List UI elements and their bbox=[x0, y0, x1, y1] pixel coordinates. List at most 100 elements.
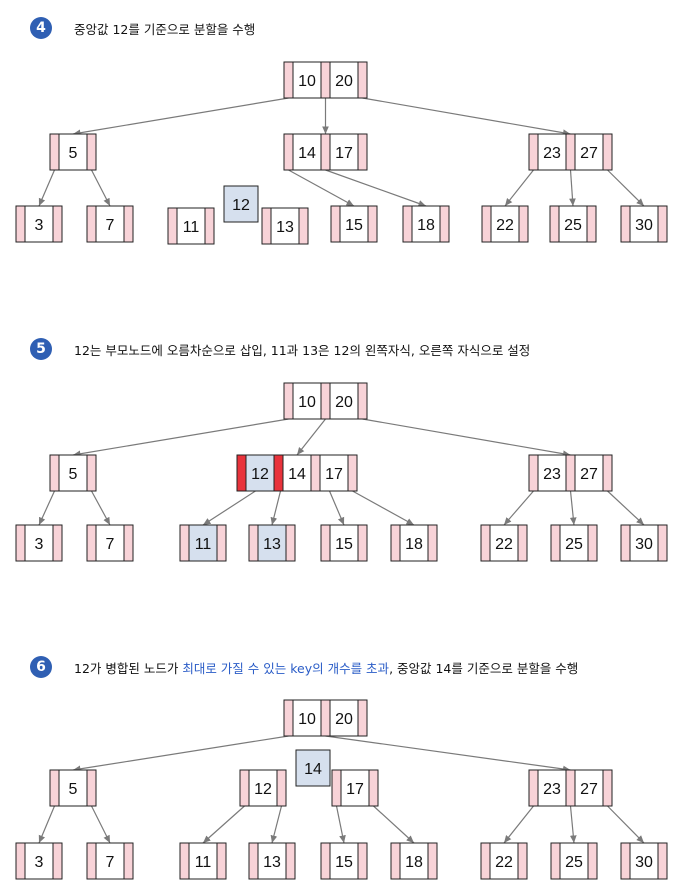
promoted-median-node: 14 bbox=[295, 749, 331, 787]
btree-node: 25 bbox=[550, 524, 598, 562]
btree-node: 30 bbox=[620, 842, 668, 880]
pointer-cell bbox=[320, 524, 331, 562]
tree-edge bbox=[38, 490, 56, 526]
pointer-cell bbox=[273, 454, 284, 492]
pointer-cell bbox=[204, 207, 215, 245]
pointer-cell bbox=[86, 205, 97, 243]
key-cell bbox=[24, 205, 54, 243]
tree-edge bbox=[270, 805, 283, 844]
node-key-text: 18 bbox=[417, 217, 435, 234]
pointer-cell bbox=[320, 699, 331, 737]
btree-node: 30 bbox=[620, 205, 668, 243]
tree-edge bbox=[373, 805, 415, 844]
tree-edge bbox=[569, 490, 577, 526]
pointer-cell bbox=[123, 842, 134, 880]
step-5-header: 5 12는 부모노드에 오름차순으로 삽입, 11과 13은 12의 왼쪽자식,… bbox=[30, 337, 530, 361]
highlighted-phrase: 최대로 가질 수 있는 key의 개수를 초과 bbox=[182, 660, 390, 676]
pointer-cell bbox=[86, 454, 97, 492]
pointer-cell bbox=[565, 133, 576, 171]
pointer-cell bbox=[357, 842, 368, 880]
pointer-cell bbox=[586, 205, 597, 243]
pointer-cell bbox=[620, 842, 631, 880]
pointer-cell bbox=[261, 207, 272, 245]
pointer-cell bbox=[517, 524, 528, 562]
pointer-cell bbox=[550, 842, 561, 880]
key-cell bbox=[411, 205, 441, 243]
node-key-text: 25 bbox=[565, 536, 583, 553]
highlighted-key-cell bbox=[188, 524, 218, 562]
pointer-cell bbox=[587, 524, 598, 562]
btree-node: 15 bbox=[320, 842, 368, 880]
tree-edge bbox=[90, 805, 111, 844]
pointer-cell bbox=[49, 133, 60, 171]
tree-edge bbox=[270, 490, 282, 526]
btree-node: 22 bbox=[480, 842, 528, 880]
key-cell bbox=[340, 769, 370, 807]
key-cell bbox=[489, 524, 519, 562]
pointer-cell bbox=[239, 769, 250, 807]
key-cell bbox=[58, 454, 88, 492]
btree-node: 11 bbox=[179, 524, 227, 562]
tree-edge bbox=[362, 97, 571, 137]
pointer-cell bbox=[657, 842, 668, 880]
key-cell bbox=[489, 842, 519, 880]
pointer-cell bbox=[402, 205, 413, 243]
pointer-cell bbox=[357, 133, 368, 171]
tree-edge bbox=[325, 735, 571, 773]
btree-node: 5 bbox=[49, 769, 97, 807]
tree-edge bbox=[607, 490, 645, 526]
node-key-text: 15 bbox=[335, 536, 353, 553]
tree-edge bbox=[607, 805, 645, 844]
node-key-text: 5 bbox=[69, 466, 78, 483]
key-cell bbox=[95, 524, 125, 562]
pointer-cell bbox=[528, 133, 539, 171]
pointer-cell bbox=[52, 842, 63, 880]
key-cell bbox=[270, 207, 300, 245]
node-key-text: 12 bbox=[251, 466, 269, 483]
node-key-text: 30 bbox=[635, 854, 653, 871]
pointer-cell bbox=[565, 769, 576, 807]
pointer-cell bbox=[320, 61, 331, 99]
tree-edge bbox=[335, 805, 346, 844]
key-cell bbox=[399, 524, 429, 562]
node-key-text: 22 bbox=[496, 217, 514, 234]
tree-edge bbox=[296, 418, 326, 456]
node-key-text: 20 bbox=[335, 394, 353, 411]
pointer-cell bbox=[283, 133, 294, 171]
pointer-cell bbox=[518, 205, 529, 243]
tree-edge bbox=[503, 490, 534, 526]
node-key-text: 14 bbox=[288, 466, 306, 483]
node-key-text: 3 bbox=[35, 854, 44, 871]
pointer-cell bbox=[550, 524, 561, 562]
pointer-cell bbox=[602, 133, 613, 171]
key-cell bbox=[490, 205, 520, 243]
btree-node: 12 bbox=[239, 769, 287, 807]
tree-edge bbox=[202, 805, 245, 844]
tree-edge bbox=[504, 169, 534, 207]
pointer-cell bbox=[179, 842, 190, 880]
node-key-text: 25 bbox=[565, 854, 583, 871]
edges-layer bbox=[38, 97, 645, 844]
pointer-cell bbox=[347, 454, 358, 492]
node-key-text: 17 bbox=[346, 781, 364, 798]
pointer-cell bbox=[285, 524, 296, 562]
pointer-cell bbox=[390, 842, 401, 880]
btree-node: 15 bbox=[330, 205, 378, 243]
pointer-cell bbox=[52, 205, 63, 243]
pointer-cell bbox=[320, 382, 331, 420]
key-cell bbox=[537, 769, 567, 807]
node-key-text: 14 bbox=[304, 761, 322, 778]
pointer-cell bbox=[15, 842, 26, 880]
pointer-cell bbox=[620, 524, 631, 562]
btree-node: 18 bbox=[390, 842, 438, 880]
key-cell bbox=[329, 382, 359, 420]
tree-edge bbox=[503, 805, 534, 844]
pointer-cell bbox=[481, 205, 492, 243]
node-key-text: 27 bbox=[580, 781, 598, 798]
node-key-text: 13 bbox=[263, 854, 281, 871]
